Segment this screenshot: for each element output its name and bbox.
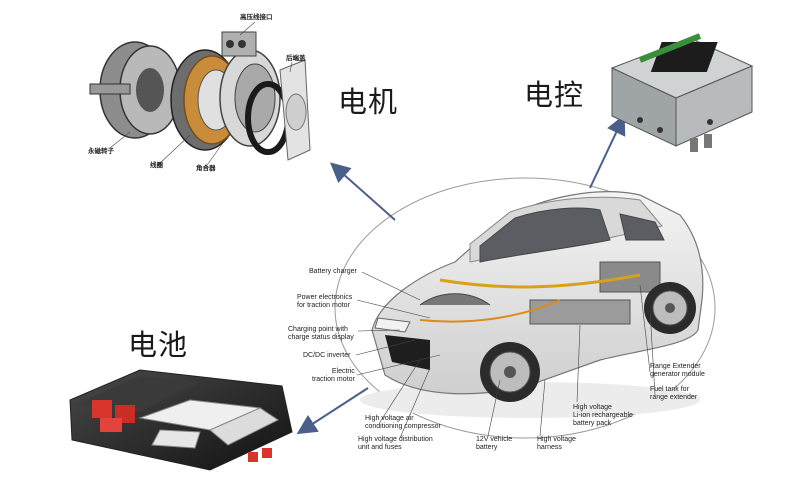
callout-leaders xyxy=(355,271,656,439)
battery-pack xyxy=(69,369,293,471)
arrow-to-motor xyxy=(330,162,396,221)
callout-ac-compressor: High voltage air conditioning compressor xyxy=(365,415,441,430)
motor-part-winding: 线圈 xyxy=(150,161,163,169)
motor-part-rotor: 永磁转子 xyxy=(88,147,114,155)
callout-charging-point: Charging point with charge status displa… xyxy=(288,326,354,341)
callout-li-ion-pack: High voltage Li-ion rechargeable battery… xyxy=(573,404,633,427)
callout-fuel-tank: Fuel tank for range extender xyxy=(650,386,698,401)
callout-range-extender: Range Extender generator module xyxy=(650,363,705,378)
callout-battery-charger: Battery charger xyxy=(309,268,357,275)
label-battery: 电池 xyxy=(128,328,189,362)
callout-dc-dc-inverter: DC/DC inverter xyxy=(303,352,351,359)
callout-traction-motor: Electric traction motor xyxy=(312,368,355,383)
arrow-to-controller xyxy=(589,114,626,189)
focus-ellipse xyxy=(334,177,716,439)
car-cutaway xyxy=(360,191,704,418)
arrow-to-battery xyxy=(296,387,369,435)
callout-12v-battery: 12V vehicle battery xyxy=(476,436,513,451)
motor-exploded-view xyxy=(89,21,311,169)
motor-part-bearing: 角合器 xyxy=(196,164,216,172)
callout-power-electronics: Power electronics for traction motor xyxy=(297,294,353,309)
callout-hv-distribution: High voltage distribution unit and fuses xyxy=(358,436,433,451)
controller-unit xyxy=(610,33,754,152)
callout-hv-harness: High voltage harness xyxy=(537,436,576,451)
label-controller: 电控 xyxy=(524,78,585,112)
motor-part-housing: 后端盖 xyxy=(286,54,306,62)
motor-part-connector: 高压线接口 xyxy=(240,13,273,21)
label-motor: 电机 xyxy=(338,85,399,119)
